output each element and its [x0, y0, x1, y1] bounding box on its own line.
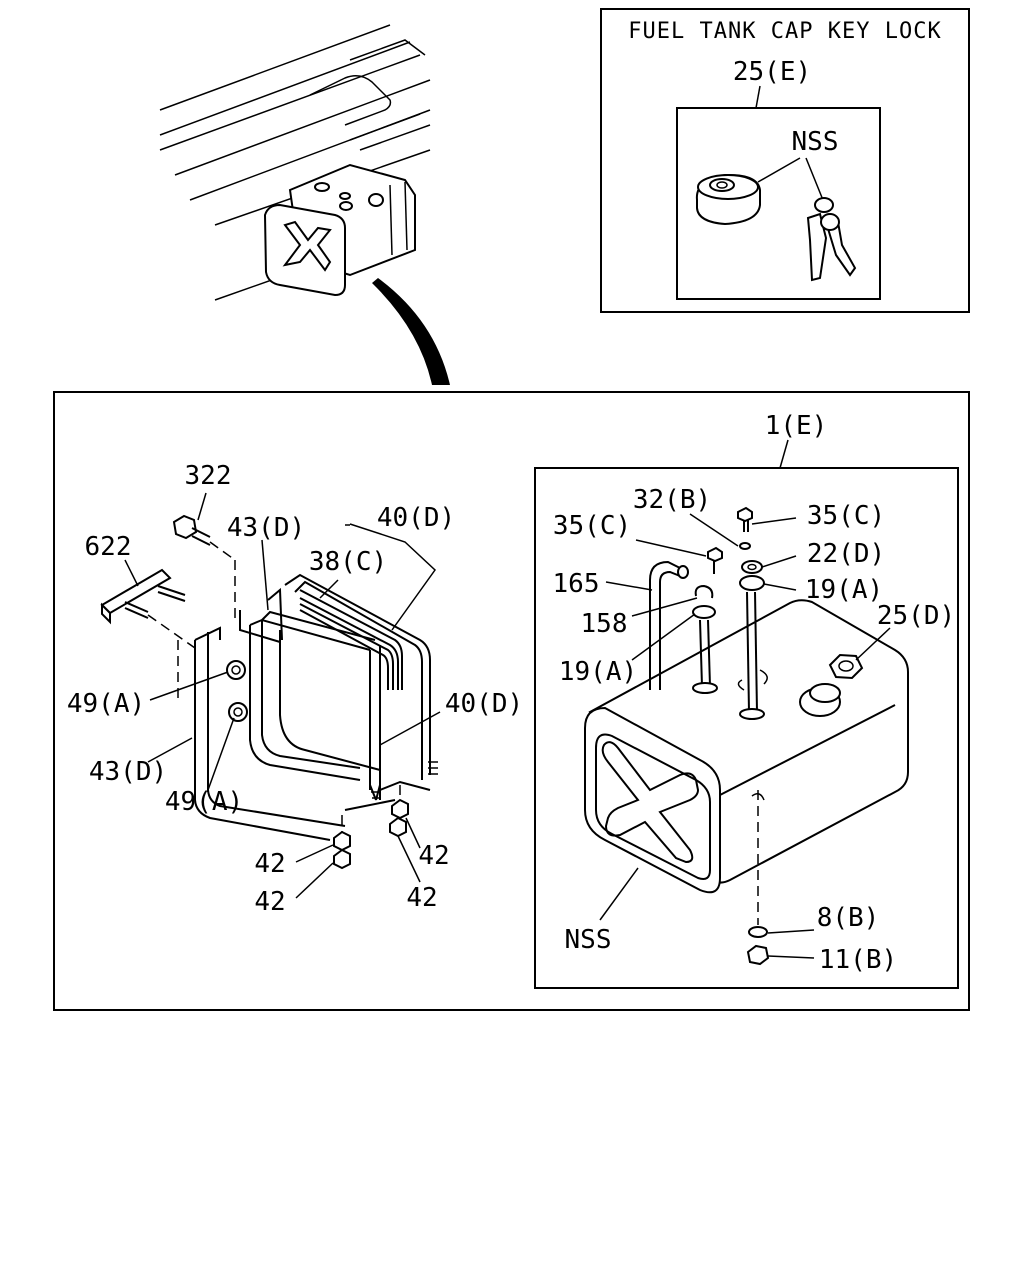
inset-nss-label: NSS [792, 127, 839, 157]
pointer-arrow [372, 278, 450, 385]
key-lock-inset: FUEL TANK CAP KEY LOCK 25(E) NSS [600, 8, 970, 313]
fuel-tank [584, 506, 909, 966]
label-42-3: 42 [418, 841, 449, 871]
label-49a-2: 49(A) [165, 787, 243, 817]
label-32b: 32(B) [633, 485, 711, 515]
inset-ref-label: 25(E) [733, 57, 811, 87]
inset-title: FUEL TANK CAP KEY LOCK [628, 19, 941, 44]
label-49a-1: 49(A) [67, 689, 145, 719]
label-158: 158 [581, 609, 628, 639]
label-35c-left: 35(C) [553, 511, 631, 541]
label-38c: 38(C) [309, 547, 387, 577]
label-19a-right: 19(A) [805, 575, 883, 605]
tank-leaders [599, 513, 891, 959]
label-42-2: 42 [254, 887, 285, 917]
label-622: 622 [85, 532, 132, 562]
label-42-1: 42 [254, 849, 285, 879]
label-19a-left: 19(A) [559, 657, 637, 687]
label-22d: 22(D) [807, 539, 885, 569]
label-43d-left: 43(D) [89, 757, 167, 787]
label-11b: 11(B) [819, 945, 897, 975]
label-8b: 8(B) [817, 903, 880, 933]
label-40d-right: 40(D) [445, 689, 523, 719]
label-165: 165 [553, 569, 600, 599]
vehicle-overview [159, 24, 431, 301]
fuel-cap-icon [695, 173, 761, 226]
assembly-ref-label: 1(E) [765, 411, 828, 441]
label-322: 322 [185, 461, 232, 491]
label-35c-right: 35(C) [807, 501, 885, 531]
label-42-4: 42 [406, 883, 437, 913]
label-25d: 25(D) [877, 601, 955, 631]
label-nss: NSS [565, 925, 612, 955]
label-43d-top: 43(D) [227, 513, 305, 543]
tank-assembly-frame [534, 467, 959, 989]
label-40d-top: 40(D) [377, 503, 455, 533]
bracket-leaders [124, 492, 441, 899]
main-frame [53, 391, 970, 1011]
bracket-assembly [100, 514, 438, 870]
key-icon [806, 197, 857, 282]
